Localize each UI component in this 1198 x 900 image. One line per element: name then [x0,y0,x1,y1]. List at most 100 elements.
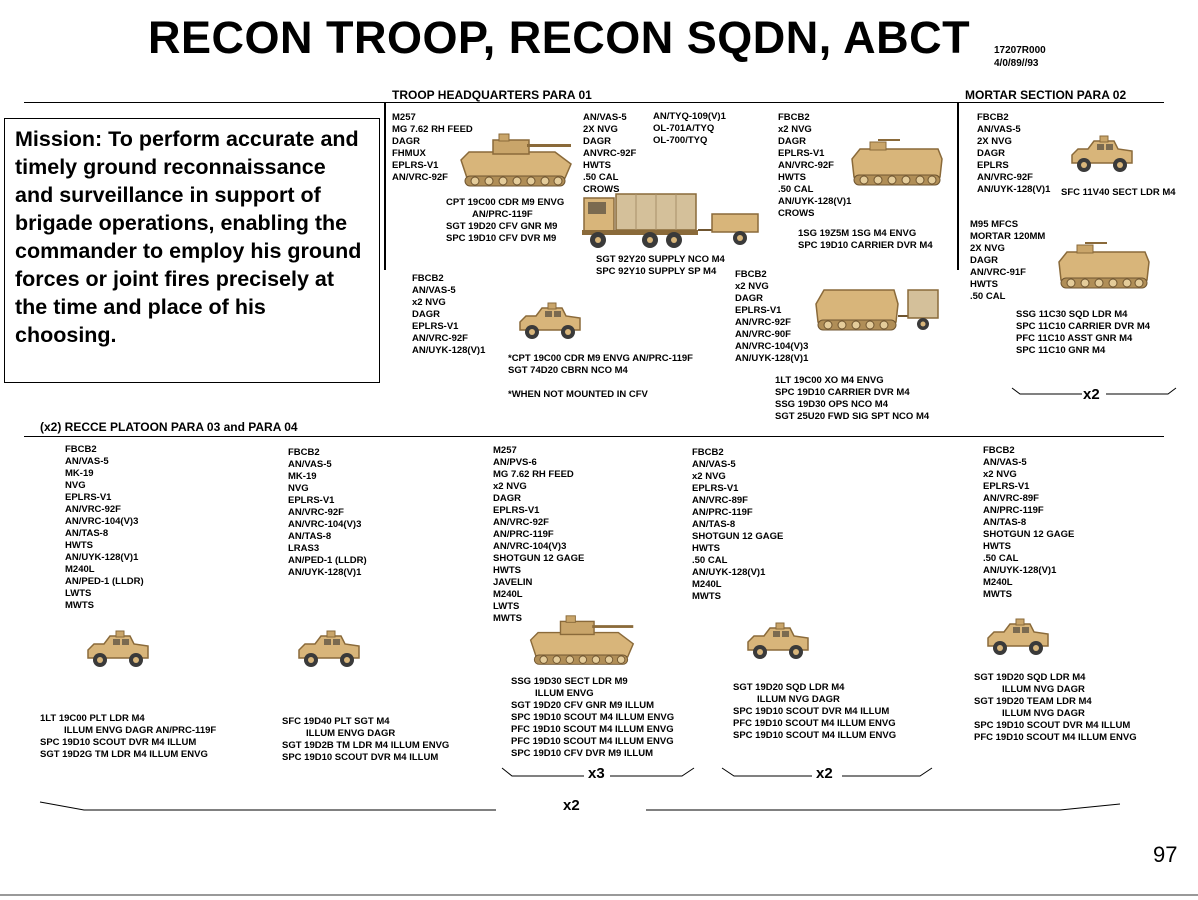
list-line: x2 NVG [692,471,726,482]
list-line: SSG 19D30 SECT LDR M9 [511,676,628,687]
list-line: SPC 11C10 CARRIER DVR M4 [1016,321,1151,332]
hq-left-bracket [384,102,386,270]
list-line: AN/UYK-128(V)1 [692,567,766,578]
list-line: LWTS [65,588,92,599]
list-line: OL-700/TYQ [653,135,708,146]
list-line: AN/VRC-104(V)3 [65,516,139,527]
list-line: SGT 92Y20 SUPPLY NCO M4 [596,254,725,265]
recce-divider [24,436,1164,437]
list-line: M240L [983,577,1013,588]
list-line [508,377,693,389]
list-line: PFC 19D10 SCOUT M4 ILLUM ENVG [974,732,1137,743]
multiplier-bracket [39,801,1121,811]
list-line: AN/VRC-89F [692,495,748,506]
list-line: AN/VRC-104(V)3 [735,341,809,352]
list-line: SGT 19D20 CFV GNR M9 [446,221,558,232]
list-line: HWTS [970,279,998,290]
list-line: CROWS [778,208,815,219]
list-line: AN/VRC-92F [735,317,791,328]
list-line: DAGR [778,136,806,147]
list-line: HWTS [583,160,611,171]
list-line: ILLUM NVG DAGR [757,694,840,705]
list-line: LRAS3 [288,543,320,554]
list-line: EPLRS-V1 [493,505,540,516]
list-line: EPLRS-V1 [735,305,782,316]
list-line: AN/PED-1 (LLDR) [288,555,367,566]
list-line: NVG [65,480,86,491]
list-line: ILLUM ENVG DAGR [306,728,396,739]
list-line: x2 NVG [983,469,1017,480]
list-line: x2 NVG [735,281,769,292]
list-line: 1LT 19C00 PLT LDR M4 [40,713,145,724]
list-line: AN/UYK-128(V)1 [735,353,809,364]
page-title: RECON TROOP, RECON SQDN, ABCT [148,12,971,63]
list-line: EPLRS [977,160,1009,171]
section-recce-platoon: (x2) RECCE PLATOON PARA 03 and PARA 04 [40,420,298,434]
list-line: HWTS [692,543,720,554]
list-line: AN/VRC-92F [392,172,448,183]
list-line: MWTS [692,591,722,602]
list-line: HWTS [983,541,1011,552]
list-line: OL-701A/TYQ [653,123,715,134]
doc-id-line: 17207R000 [994,45,1046,56]
list-line: DAGR [977,148,1005,159]
list-line: MWTS [493,613,523,624]
mortar-carrier-icon [1058,241,1150,289]
m577-command-post-icon [815,289,939,331]
list-line: SGT 19D20 SQD LDR M4 [974,672,1086,683]
list-line: FBCB2 [412,273,444,284]
list-line: HWTS [778,172,806,183]
list-line: AN/TYQ-109(V)1 [653,111,726,122]
multiplier-x2-platoon: x2 [563,797,580,814]
list-line: ILLUM ENVG DAGR AN/PRC-119F [64,725,217,736]
top-divider [24,102,1164,103]
list-line: DAGR [392,136,420,147]
list-line: M240L [493,589,523,600]
list-line: JAVELIN [493,577,533,588]
list-line: ILLUM ENVG [535,688,594,699]
list-line: x2 NVG [412,297,446,308]
page-number: 97 [1153,842,1178,867]
multiplier-x2: x2 [816,765,833,782]
list-line: AN/VAS-5 [288,459,332,470]
list-line: HWTS [493,565,521,576]
list-line: ILLUM NVG DAGR [1002,708,1085,719]
list-line: M95 MFCS [970,219,1019,230]
list-line: *WHEN NOT MOUNTED IN CFV [508,389,648,400]
list-line: AN/PRC-119F [493,529,554,540]
list-line: 2X NVG [583,124,618,135]
list-line: NVG [288,483,309,494]
cargo-truck-icon [581,193,759,249]
list-line: AN/UYK-128(V)1 [983,565,1057,576]
list-line: EPLRS-V1 [412,321,459,332]
list-line: SGT 19D20 CFV GNR M9 ILLUM [511,700,655,711]
list-line: PFC 19D10 SCOUT M4 ILLUM ENVG [511,736,674,747]
list-line: DAGR [583,136,611,147]
multiplier-bracket [1011,387,1177,395]
list-line: AN/UYK-128(V)1 [412,345,486,356]
list-line: SGT 19D2B TM LDR M4 ILLUM ENVG [282,740,450,751]
list-line: DAGR [970,255,998,266]
list-line: AN/TAS-8 [288,531,332,542]
list-line: SHOTGUN 12 GAGE [493,553,585,564]
bradley-cfv-icon [460,133,572,187]
section-mortar: MORTAR SECTION PARA 02 [965,88,1127,102]
list-line: AN/VRC-91F [970,267,1026,278]
multiplier-bracket [721,767,933,777]
list-line: x2 NVG [778,124,812,135]
list-line: SFC 19D40 PLT SGT M4 [282,716,390,727]
list-line: 2X NVG [970,243,1005,254]
list-line: AN/VRC-89F [983,493,1039,504]
list-line: SPC 19D10 SCOUT DVR M4 ILLUM [733,706,890,717]
list-line: EPLRS-V1 [692,483,739,494]
hmmwv-icon [298,630,360,668]
